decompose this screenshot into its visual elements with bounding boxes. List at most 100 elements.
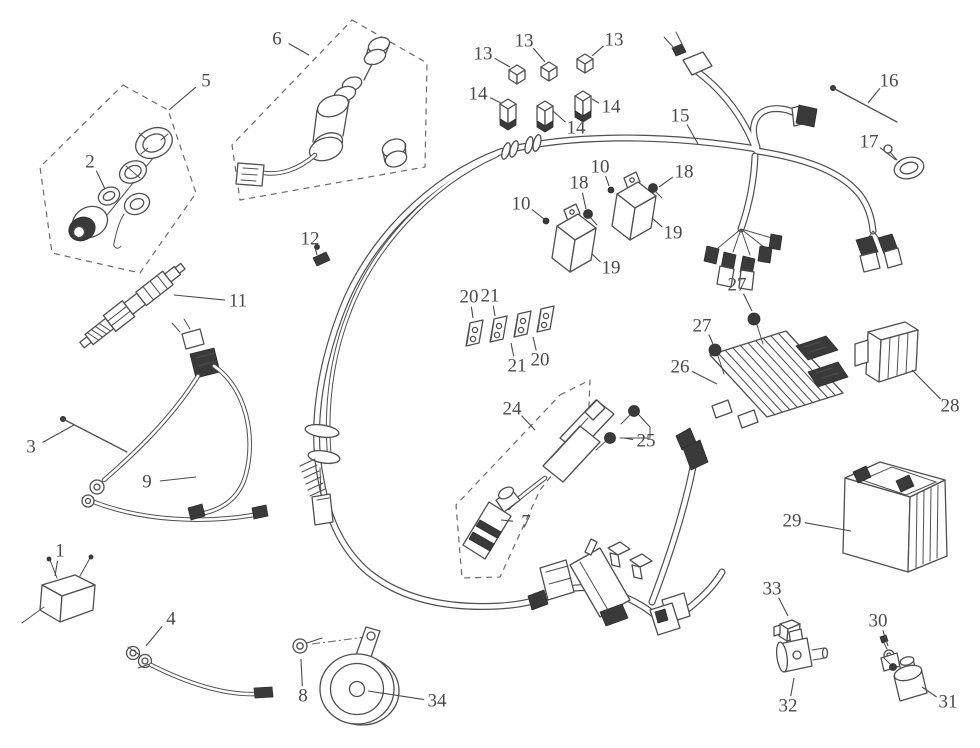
ignition-switch-parts [68, 126, 173, 249]
relay-2 [607, 171, 663, 241]
callout-number: 4 [166, 609, 176, 630]
callout-number: 31 [939, 692, 958, 713]
clamp-17 [883, 144, 925, 180]
callout-number: 5 [201, 71, 211, 92]
callout-leader [552, 110, 566, 123]
fuse-14c [574, 90, 592, 123]
cable-clamp-4 [125, 645, 274, 699]
connector-cluster-bottom [527, 538, 691, 636]
callout-leader [159, 476, 197, 482]
callout-number: 9 [142, 472, 152, 493]
callout-leader [591, 45, 604, 57]
callout-leader [778, 597, 789, 617]
fuse-13c [576, 53, 594, 74]
callout-leader [605, 175, 610, 187]
bolt-27a [747, 312, 764, 345]
switch-small-ring [97, 186, 121, 206]
callout-leader [686, 124, 699, 145]
callout-number: 13 [515, 31, 534, 52]
callout-leader [691, 370, 718, 385]
callout-leader [314, 248, 318, 256]
bolt-18a [583, 209, 598, 226]
callout-leader [911, 369, 941, 400]
ignition-coil [505, 399, 651, 511]
callout-number: 24 [503, 399, 523, 420]
fuse-row [499, 53, 594, 133]
callout-number: 12 [301, 229, 320, 250]
harness-sub-connector [311, 493, 334, 526]
bolt-8 [292, 636, 367, 654]
bolt-25a [620, 405, 640, 425]
bolt-18b [648, 183, 663, 199]
callout-leader [882, 630, 889, 647]
relay-1 [542, 203, 598, 273]
connector-hook [791, 104, 818, 128]
fuse-14a [499, 98, 517, 131]
callout-number: 19 [664, 223, 683, 244]
connector-upper-left [663, 31, 713, 76]
callout-number: 16 [880, 71, 899, 92]
callout-number: 21 [508, 356, 527, 377]
starter-relay-32 [775, 628, 829, 673]
callout-number: 13 [474, 44, 493, 65]
fuse-13a [508, 64, 526, 85]
callout-leader [494, 57, 511, 68]
horn [319, 626, 400, 726]
callout-leader [489, 97, 502, 104]
callout-leader [921, 686, 938, 698]
key-switch [235, 36, 408, 187]
bolt-27b [708, 343, 725, 375]
callout-number: 19 [602, 258, 621, 279]
callout-leader [300, 658, 303, 687]
flasher-box [21, 554, 96, 624]
callout-leader [54, 560, 59, 577]
switch-boot [113, 192, 151, 249]
clip-1 [465, 319, 484, 347]
callout-leader [288, 43, 310, 56]
harness-tape-wrap [299, 458, 334, 526]
callout-leader [804, 522, 852, 532]
dashed-region-ignition-coil [455, 379, 591, 579]
callout-leader [790, 677, 795, 697]
callout-leader [521, 415, 536, 431]
callout-number: 27 [693, 316, 712, 337]
dashed-region-key-switch [231, 19, 428, 201]
callout-number: 13 [605, 30, 624, 51]
callout-number: 14 [567, 118, 587, 139]
screw-10a [542, 217, 550, 225]
spark-plug-cap [462, 486, 521, 560]
wiring-harness [299, 31, 903, 636]
callout-leader [470, 306, 474, 319]
callout-number: 11 [229, 291, 247, 312]
callout-number: 25 [637, 431, 656, 452]
callout-leader [591, 253, 601, 263]
callout-number: 14 [469, 84, 489, 105]
fuse-13b [540, 61, 558, 82]
switch-washer [118, 160, 148, 184]
callout-number: 28 [941, 396, 960, 417]
connector-cluster-right [855, 230, 903, 273]
callout-number: 3 [26, 437, 36, 458]
callout-leader [623, 437, 634, 441]
callout-number: 20 [531, 350, 550, 371]
callout-leader [867, 87, 881, 104]
switch-barrel [68, 205, 109, 242]
spark-plug [79, 262, 186, 349]
tie-rod-3 [60, 415, 128, 453]
callout-number: 21 [481, 286, 500, 307]
callout-number: 29 [783, 511, 802, 532]
callout-leader [658, 176, 674, 188]
bolt-25b [595, 432, 616, 451]
callout-leader [879, 147, 897, 161]
harness-cores [314, 69, 876, 630]
callout-leader [500, 519, 514, 522]
part-31 [883, 656, 928, 702]
callout-number: 1 [55, 541, 65, 562]
callout-number: 18 [675, 162, 694, 183]
connector-cluster-center [703, 228, 783, 291]
clip-2 [489, 315, 508, 343]
callout-leader [651, 217, 663, 228]
callout-leader [591, 98, 600, 104]
